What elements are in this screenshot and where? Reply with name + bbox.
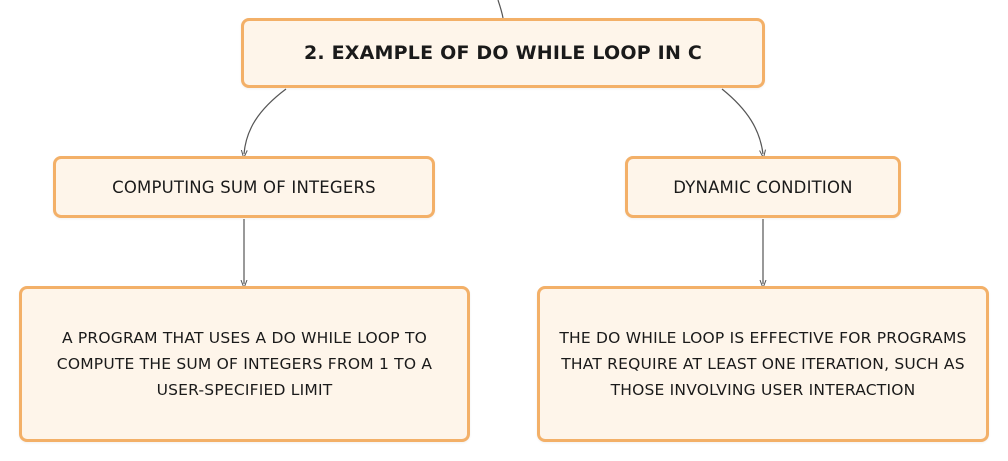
connector-root-to-right-branch xyxy=(721,88,763,154)
connector-root-to-left-branch xyxy=(244,88,287,154)
branch-node-computing-sum: COMPUTING SUM OF INTEGERS xyxy=(53,156,435,218)
root-node: 2. EXAMPLE OF DO WHILE LOOP IN C xyxy=(241,18,765,88)
incoming-connector xyxy=(497,0,504,19)
branch-node-dynamic-condition: DYNAMIC CONDITION xyxy=(625,156,901,218)
detail-node-dynamic-condition: THE DO WHILE LOOP IS EFFECTIVE FOR PROGR… xyxy=(537,286,989,442)
detail-node-computing-sum: A PROGRAM THAT USES A DO WHILE LOOP TO C… xyxy=(19,286,470,442)
